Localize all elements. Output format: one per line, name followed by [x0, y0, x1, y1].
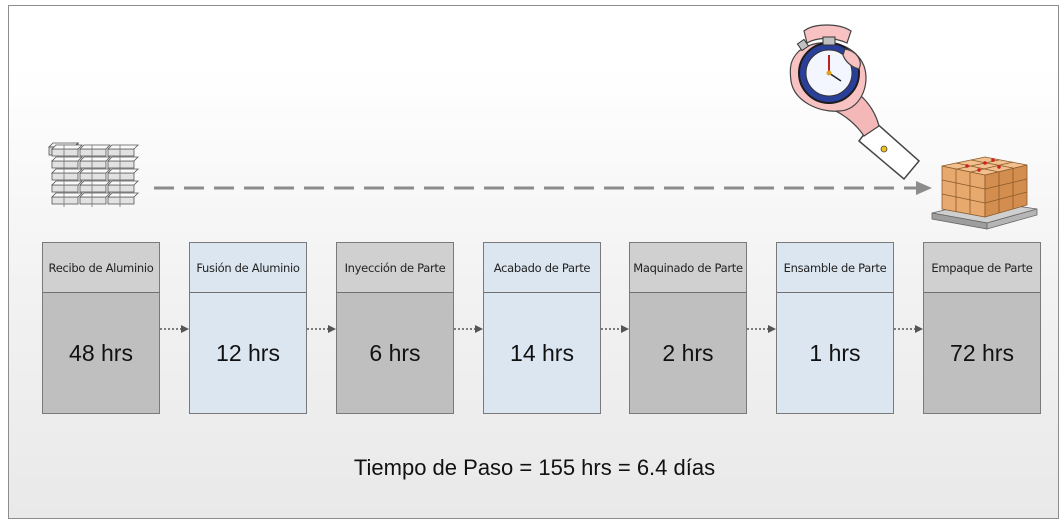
connector-arrow: [454, 325, 483, 333]
slide-frame: Recibo de Aluminio 48 hrs Fusión de Alum…: [8, 5, 1059, 519]
step-empaque-parte: Empaque de Parte 72 hrs: [923, 242, 1041, 414]
step-inyeccion-parte: Inyección de Parte 6 hrs: [336, 242, 454, 414]
step-label: Recibo de Aluminio: [43, 243, 159, 293]
step-time: 14 hrs: [510, 339, 574, 366]
step-fusion-aluminio: Fusión de Aluminio 12 hrs: [189, 242, 307, 414]
step-label: Empaque de Parte: [924, 243, 1040, 293]
lead-time-summary: Tiempo de Paso = 155 hrs = 6.4 días: [353, 455, 716, 480]
step-time: 12 hrs: [216, 339, 280, 366]
flow-dashed-arrow: [154, 181, 932, 195]
step-label: Ensamble de Parte: [777, 243, 893, 293]
packed-boxes-pallet-icon: [931, 156, 1038, 230]
step-time: 6 hrs: [369, 339, 421, 366]
connector-arrow: [747, 325, 776, 333]
step-maquinado-parte: Maquinado de Parte 2 hrs: [629, 242, 747, 414]
step-label: Acabado de Parte: [484, 243, 600, 293]
step-time: 48 hrs: [69, 339, 133, 366]
connector-arrow: [307, 325, 336, 333]
aluminum-ingots-icon: [48, 142, 139, 207]
connector-arrow: [894, 325, 923, 333]
connector-arrow: [601, 325, 629, 333]
step-ensamble-parte: Ensamble de Parte 1 hrs: [776, 242, 894, 414]
step-time: 1 hrs: [809, 339, 861, 366]
connector-arrow: [160, 325, 189, 333]
step-recibo-aluminio: Recibo de Aluminio 48 hrs: [42, 242, 160, 414]
step-label: Inyección de Parte: [337, 243, 453, 293]
step-time: 72 hrs: [950, 339, 1014, 366]
step-label: Maquinado de Parte: [630, 243, 746, 293]
step-label: Fusión de Aluminio: [190, 243, 306, 293]
step-time: 2 hrs: [662, 339, 714, 366]
step-acabado-parte: Acabado de Parte 14 hrs: [483, 242, 601, 414]
stopwatch-hand-icon: [789, 24, 921, 181]
